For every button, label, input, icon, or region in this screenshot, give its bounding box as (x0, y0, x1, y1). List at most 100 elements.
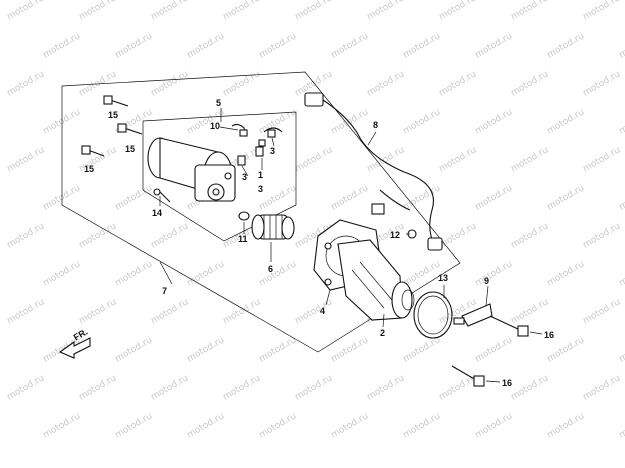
watermark-text: motod.ru (365, 373, 406, 402)
watermark-text: motod.ru (293, 297, 334, 326)
screw-14 (153, 188, 171, 203)
watermark-text: motod.ru (113, 31, 154, 60)
watermark-text: motod.ru (581, 145, 622, 174)
watermark-text: motod.ru (617, 411, 625, 440)
bolt-16-upper (489, 315, 529, 337)
callout-15b: 15 (125, 144, 135, 154)
watermark-text: motod.ru (617, 107, 625, 136)
callout-1: 1 (258, 170, 263, 180)
watermark-text: motod.ru (257, 335, 298, 364)
callout-8: 8 (373, 120, 378, 130)
watermark-text: motod.ru (329, 107, 370, 136)
watermark-text: motod.ru (41, 31, 82, 60)
watermark-text: motod.ru (113, 183, 154, 212)
watermark-text: motod.ru (437, 69, 478, 98)
watermark-text: motod.ru (365, 69, 406, 98)
watermark-text: motod.ru (545, 183, 586, 212)
watermark-text: motod.ru (185, 259, 226, 288)
watermark-text: motod.ru (581, 221, 622, 250)
wire-harness-8 (304, 92, 443, 251)
watermark-text: motod.ru (149, 0, 190, 23)
watermark-text: motod.ru (149, 373, 190, 402)
watermark-text: motod.ru (401, 335, 442, 364)
watermark-text: motod.ru (617, 259, 625, 288)
watermark-layer: motod.ru motod.ru motod.ru motod.ru motod.ru… (5, 0, 625, 441)
callout-10: 10 (210, 121, 220, 131)
watermark-text: motod.ru (221, 0, 262, 23)
watermark-text: motod.ru (257, 259, 298, 288)
callout-15a: 15 (108, 110, 118, 120)
callout-15c: 15 (84, 164, 94, 174)
watermark-text: motod.ru (473, 31, 514, 60)
bracket-9 (453, 303, 493, 327)
watermark-text: motod.ru (257, 183, 298, 212)
watermark-text: motod.ru (401, 411, 442, 440)
watermark-text: motod.ru (5, 297, 46, 326)
watermark-text: motod.ru (149, 297, 190, 326)
watermark-text: motod.ru (437, 221, 478, 250)
watermark-text: motod.ru (437, 0, 478, 23)
watermark-text: motod.ru (473, 411, 514, 440)
watermark-text: motod.ru (473, 107, 514, 136)
watermark-text: motod.ru (473, 259, 514, 288)
callout-2: 2 (380, 328, 385, 338)
watermark-text: motod.ru (401, 31, 442, 60)
watermark-text: motod.ru (581, 0, 622, 23)
watermark-text: motod.ru (545, 107, 586, 136)
callout-3b: 3 (270, 146, 275, 156)
bolt-16-lower (451, 365, 485, 387)
watermark-text: motod.ru (365, 0, 406, 23)
watermark-text: motod.ru (257, 31, 298, 60)
watermark-text: motod.ru (509, 0, 550, 23)
watermark-text: motod.ru (185, 31, 226, 60)
watermark-text: motod.ru (149, 221, 190, 250)
watermark-text: motod.ru (509, 373, 550, 402)
watermark-text: motod.ru (545, 411, 586, 440)
starter-motor-body (147, 137, 236, 202)
watermark-text: motod.ru (221, 373, 262, 402)
watermark-text: motod.ru (5, 373, 46, 402)
callout-14: 14 (152, 208, 162, 218)
callout-4: 4 (320, 306, 325, 316)
brush-part-3-right (263, 127, 283, 138)
watermark-text: motod.ru (617, 335, 625, 364)
watermark-text: motod.ru (257, 107, 298, 136)
watermark-text: motod.ru (581, 69, 622, 98)
watermark-text: motod.ru (581, 373, 622, 402)
callout-11: 11 (238, 234, 248, 244)
brush-part-1 (258, 139, 266, 147)
watermark-text: motod.ru (401, 107, 442, 136)
terminal-part-10 (231, 123, 248, 137)
watermark-text: motod.ru (5, 145, 46, 174)
callout-3a: 3 (242, 172, 247, 182)
watermark-text: motod.ru (41, 411, 82, 440)
watermark-text: motod.ru (473, 335, 514, 364)
callout-16a: 16 (544, 330, 554, 340)
watermark-text: motod.ru (77, 0, 118, 23)
bolt-15-middle (117, 123, 143, 135)
watermark-text: motod.ru (545, 259, 586, 288)
callout-3c: 3 (258, 184, 263, 194)
watermark-text: motod.ru (581, 297, 622, 326)
watermark-text: motod.ru (5, 221, 46, 250)
callout-13: 12 (390, 230, 400, 240)
watermark-text: motod.ru (617, 183, 625, 212)
callout-5: 5 (216, 98, 221, 108)
callout-6: 6 (268, 264, 273, 274)
watermark-text: motod.ru (113, 411, 154, 440)
watermark-text: motod.ru (257, 411, 298, 440)
front-direction-arrow-icon (58, 337, 91, 359)
callout-9: 9 (484, 276, 489, 286)
watermark-text: motod.ru (5, 0, 46, 23)
watermark-text: motod.ru (41, 259, 82, 288)
watermark-text: motod.ru (617, 31, 625, 60)
watermark-text: motod.ru (5, 69, 46, 98)
callout-leader-lines (159, 108, 543, 383)
watermark-text: motod.ru (509, 221, 550, 250)
watermark-text: motod.ru (437, 145, 478, 174)
watermark-text: motod.ru (329, 31, 370, 60)
bolt-15-top (103, 95, 129, 107)
watermark-text: motod.ru (221, 69, 262, 98)
watermark-text: motod.ru (545, 31, 586, 60)
watermark-text: motod.ru (185, 107, 226, 136)
